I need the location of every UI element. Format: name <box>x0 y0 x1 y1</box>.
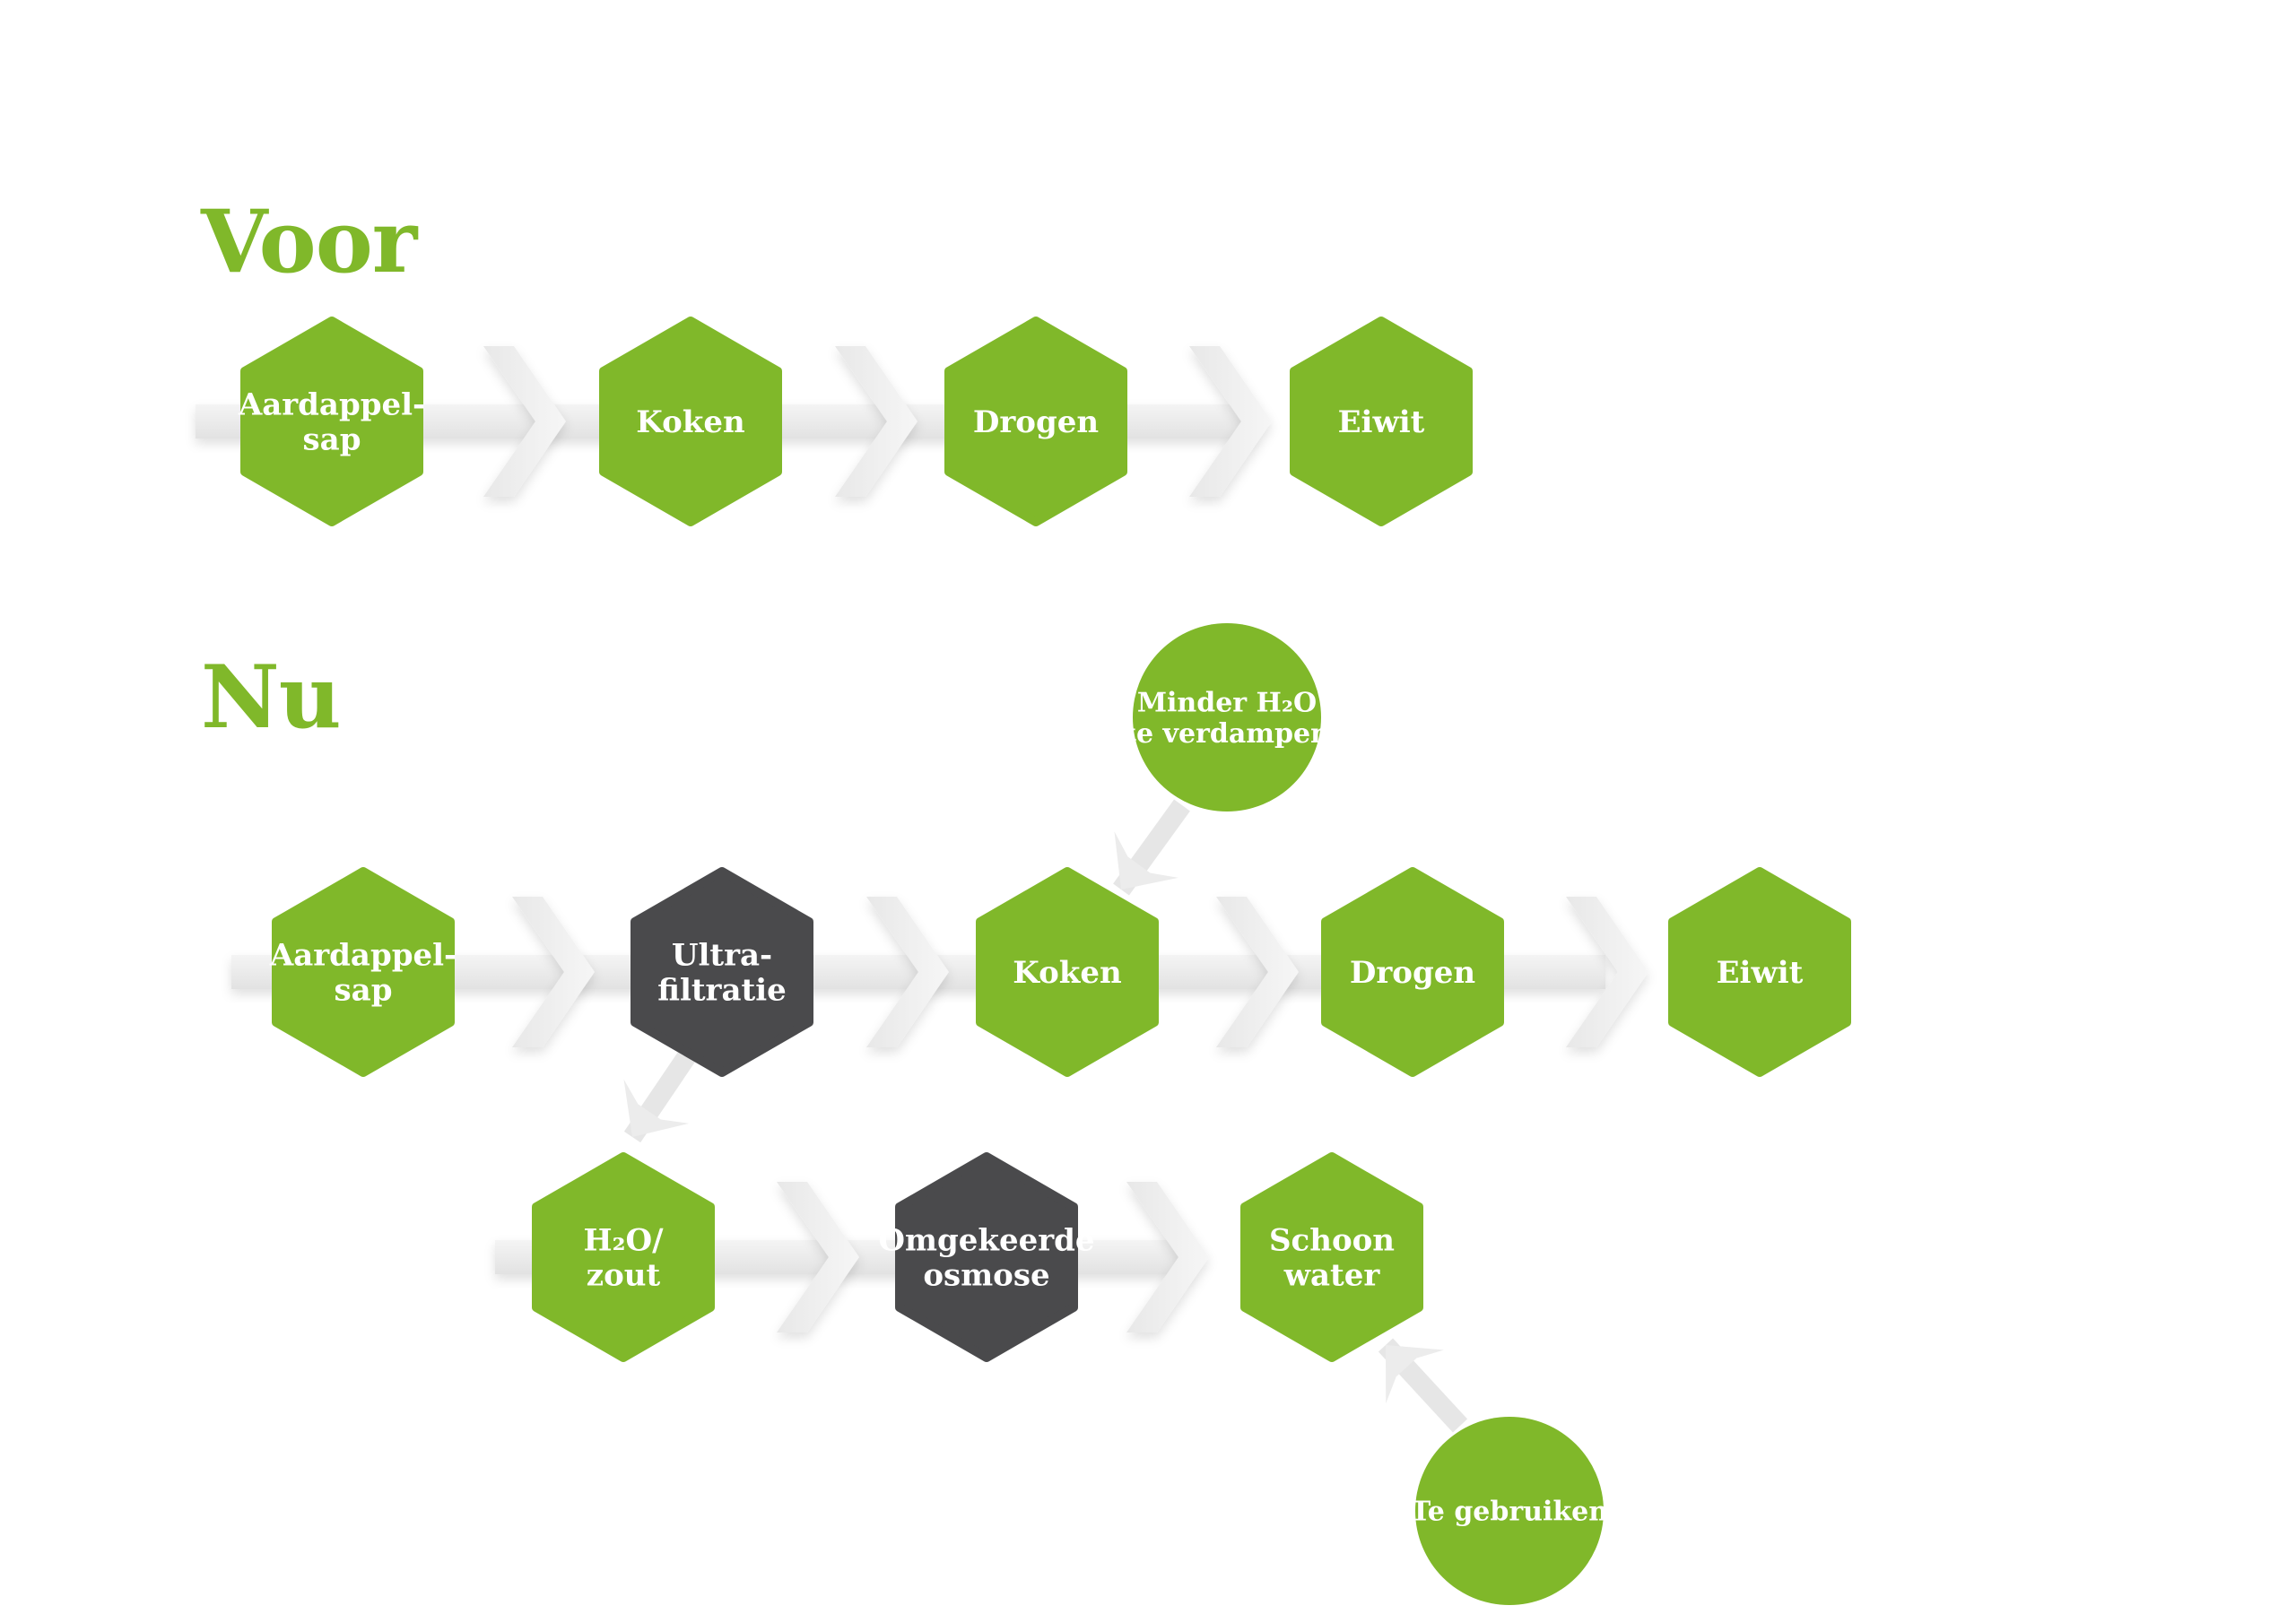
nu-step-4-label-line-1: Drogen <box>1350 955 1475 991</box>
branch-step-1: H₂O/zout <box>532 1152 715 1362</box>
branch-step-1-label-line-1: H₂O/ <box>583 1222 664 1258</box>
voor-step-3-shape <box>944 317 1127 526</box>
branch-chevron-2 <box>1126 1182 1209 1332</box>
nu-step-2: Ultra-filtratie <box>631 867 813 1077</box>
filtration-branch-connector <box>623 1045 700 1143</box>
branch-step-2-shape <box>895 1152 1078 1362</box>
evaporate-connector-head <box>1114 831 1178 890</box>
voor-step-4-shape <box>1290 317 1473 526</box>
branch-step-3-label-line-1: Schoon <box>1269 1222 1395 1258</box>
use-connector <box>1378 1338 1468 1433</box>
evaporate-circle-label-line-2: te verdampen <box>1124 718 1330 750</box>
nu-step-5-shape <box>1668 867 1851 1077</box>
voor-step-3: Drogen <box>944 317 1127 526</box>
nu-step-5: Eiwit <box>1668 867 1851 1077</box>
branch-step-3-shape <box>1240 1152 1423 1362</box>
voor-chevron-3 <box>1189 346 1272 497</box>
nu-step-1: Aardappel-sap <box>269 867 457 1077</box>
branch-step-1-shape <box>532 1152 715 1362</box>
nu-step-2-shape <box>631 867 813 1077</box>
nu-step-3: Koken <box>976 867 1159 1077</box>
nu-step-4-shape <box>1321 867 1504 1077</box>
filtration-branch-connector-head <box>623 1079 690 1137</box>
voor-step-4-label-line-1: Eiwit <box>1338 404 1425 440</box>
voor-step-1-label-line-2: sap <box>303 421 361 457</box>
voor-step-2-shape <box>599 317 782 526</box>
branch-chevron-1 <box>777 1182 859 1332</box>
use-circle-shape <box>1415 1417 1604 1605</box>
use-circle-label-line-1: Te gebruiken <box>1411 1497 1608 1528</box>
nu-step-5-label-line-1: Eiwit <box>1717 955 1804 991</box>
nu-step-3-label-line-1: Koken <box>1013 955 1121 991</box>
voor-step-1: Aardappel-sap <box>238 317 425 526</box>
voor-step-2: Koken <box>599 317 782 526</box>
evaporate-connector <box>1113 799 1190 896</box>
voor-step-4: Eiwit <box>1290 317 1473 526</box>
nu-step-1-label-line-2: sap <box>335 972 393 1008</box>
nu-step-2-label-line-1: Ultra- <box>672 937 772 973</box>
voor-step-2-label-line-1: Koken <box>636 404 744 440</box>
voor-heading: Voor <box>201 191 417 292</box>
nu-chevron-3 <box>1216 897 1299 1047</box>
branch-step-1-label-line-2: zout <box>587 1257 661 1293</box>
branch-step-3-label-line-2: water <box>1283 1257 1381 1293</box>
use-connector-head <box>1386 1345 1444 1404</box>
branch-step-2-label-line-2: osmose <box>923 1257 1049 1293</box>
evaporate-circle-label-line-1: Minder H₂O <box>1137 687 1317 718</box>
nu-step-3-shape <box>976 867 1159 1077</box>
use-circle: Te gebruiken <box>1411 1417 1608 1605</box>
nu-step-4: Drogen <box>1321 867 1504 1077</box>
evaporate-circle-shape <box>1133 623 1321 812</box>
nu-heading: Nu <box>201 647 342 748</box>
voor-chevron-1 <box>483 346 566 497</box>
branch-step-2-label-line-1: Omgekeerde <box>878 1222 1094 1258</box>
voor-step-1-label-line-1: Aardappel- <box>238 386 425 422</box>
nu-step-1-label-line-1: Aardappel- <box>269 937 457 973</box>
voor-step-3-label-line-1: Drogen <box>973 404 1099 440</box>
nu-chevron-1 <box>512 897 595 1047</box>
nu-chevron-2 <box>866 897 949 1047</box>
voor-chevron-2 <box>835 346 918 497</box>
nu-chevron-4 <box>1566 897 1648 1047</box>
nu-step-1-shape <box>272 867 455 1077</box>
voor-step-1-shape <box>240 317 423 526</box>
nu-step-2-label-line-2: filtratie <box>657 972 787 1008</box>
